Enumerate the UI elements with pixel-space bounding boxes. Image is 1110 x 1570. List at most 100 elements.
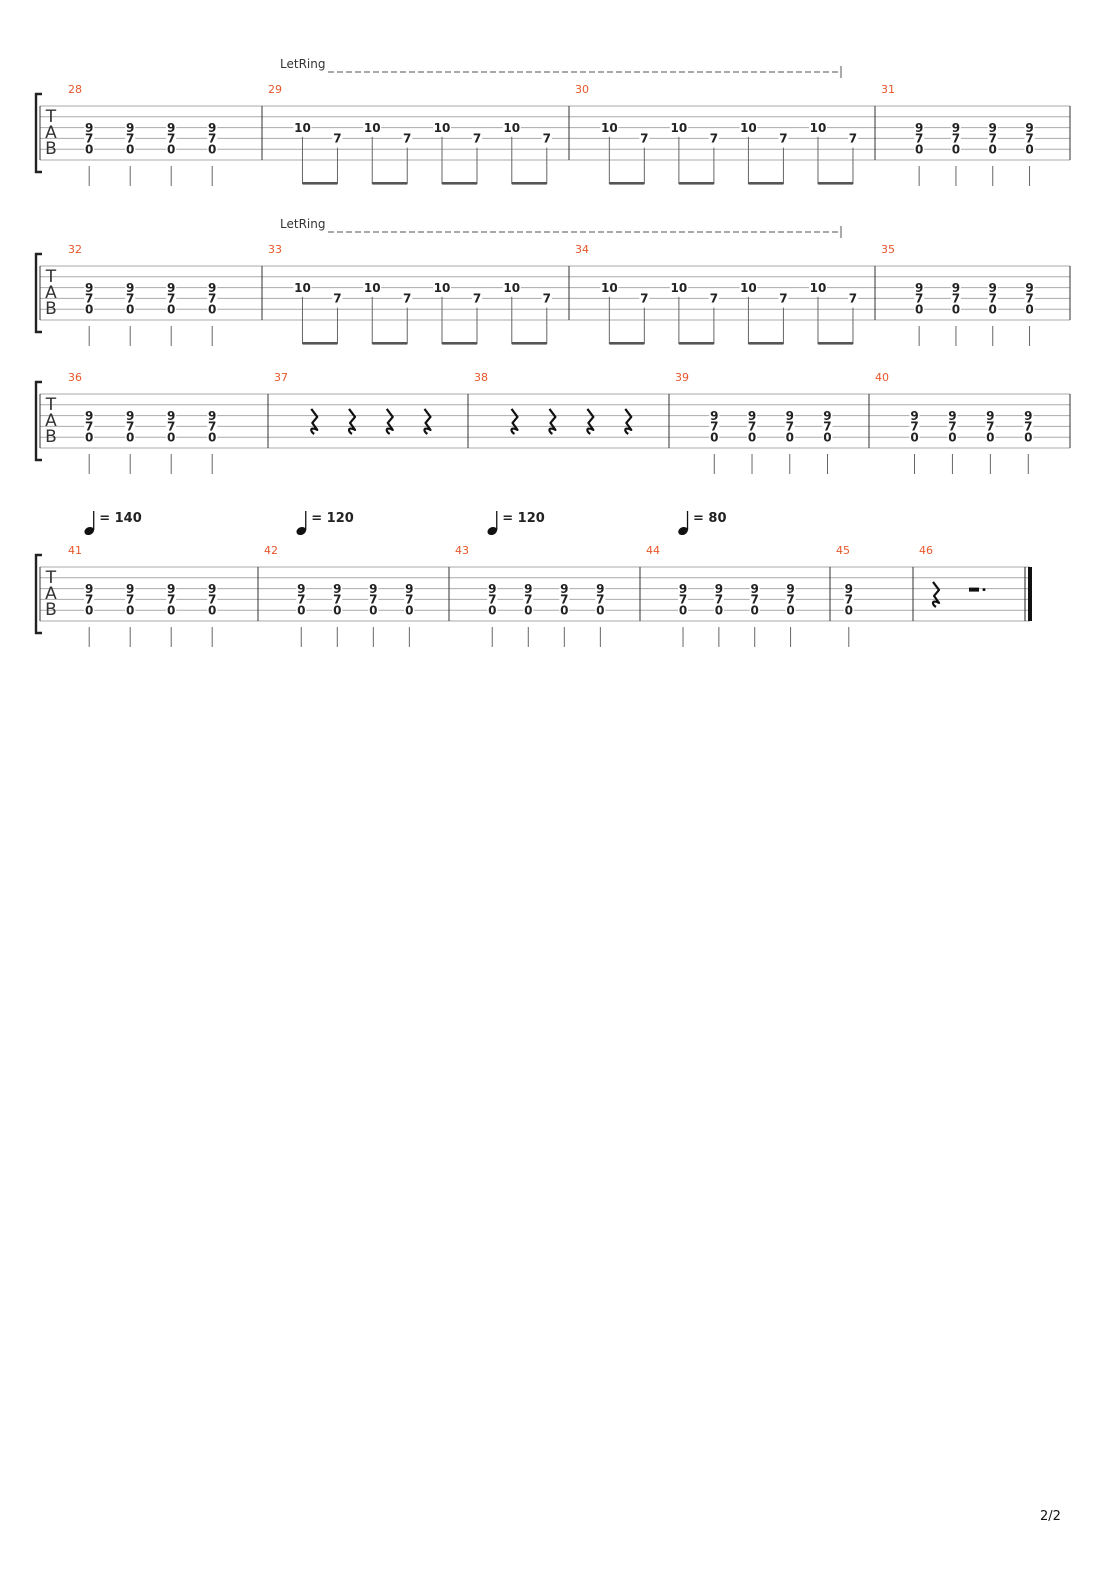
fret-mask <box>404 594 415 605</box>
eighth-pair: 107 <box>363 281 413 345</box>
fret-mask <box>502 282 521 293</box>
fret-number: 9 <box>208 409 216 423</box>
fret-number: 0 <box>823 431 831 445</box>
fret-number: 7 <box>167 420 175 434</box>
fret-mask <box>747 432 758 443</box>
fret-number: 7 <box>560 593 568 607</box>
fret-mask <box>293 282 312 293</box>
fret-number: 0 <box>85 604 93 618</box>
fret-mask <box>523 583 534 594</box>
fret-mask <box>402 133 413 144</box>
fret-number: 10 <box>364 281 381 295</box>
fret-number: 7 <box>543 292 551 306</box>
chord: 970 <box>914 281 925 346</box>
fret-mask <box>914 293 925 304</box>
fret-number: 9 <box>915 121 923 135</box>
measure-number: 30 <box>575 83 589 96</box>
chord: 970 <box>84 121 95 186</box>
fret-mask <box>166 605 177 616</box>
measure-number: 38 <box>474 371 488 384</box>
fret-mask <box>84 421 95 432</box>
fret-number: 9 <box>823 409 831 423</box>
fret-number: 7 <box>333 593 341 607</box>
fret-number: 0 <box>910 431 918 445</box>
fret-mask <box>987 282 998 293</box>
fret-mask <box>166 410 177 421</box>
fret-mask <box>1024 282 1035 293</box>
fret-number: 0 <box>208 143 216 157</box>
fret-mask <box>909 421 920 432</box>
fret-mask <box>559 583 570 594</box>
fret-number: 9 <box>986 409 994 423</box>
tab-clef-letter: T <box>45 107 57 127</box>
fret-mask <box>84 133 95 144</box>
fret-number: 9 <box>915 281 923 295</box>
beam <box>302 182 338 185</box>
fret-number: 9 <box>126 121 134 135</box>
fret-mask <box>914 144 925 155</box>
eighth-pair: 107 <box>739 121 789 185</box>
fret-number: 0 <box>126 303 134 317</box>
fret-number: 0 <box>126 604 134 618</box>
fret-mask <box>914 304 925 315</box>
tempo-marking: = 120 <box>296 511 354 536</box>
fret-number: 0 <box>845 604 853 618</box>
fret-number: 7 <box>488 593 496 607</box>
fret-mask <box>472 293 483 304</box>
fret-number: 9 <box>989 121 997 135</box>
fret-mask <box>713 594 724 605</box>
fret-mask <box>472 133 483 144</box>
fret-number: 7 <box>751 593 759 607</box>
fret-number: 7 <box>167 132 175 146</box>
chord: 970 <box>1024 121 1035 186</box>
fret-mask <box>950 133 961 144</box>
fret-number: 7 <box>126 420 134 434</box>
tab-clef-letter: B <box>45 139 57 159</box>
fret-mask <box>296 605 307 616</box>
fret-number: 0 <box>369 604 377 618</box>
fret-mask <box>909 432 920 443</box>
fret-mask <box>947 410 958 421</box>
fret-mask <box>847 133 858 144</box>
fret-number: 7 <box>715 593 723 607</box>
fret-mask <box>332 605 343 616</box>
tab-clef-letter: A <box>45 411 57 431</box>
fret-mask <box>166 282 177 293</box>
fret-mask <box>332 594 343 605</box>
fret-mask <box>600 282 619 293</box>
fret-number: 9 <box>85 121 93 135</box>
fret-number: 9 <box>786 409 794 423</box>
fret-number: 0 <box>952 143 960 157</box>
chord: 970 <box>166 582 177 647</box>
fret-mask <box>125 304 136 315</box>
fret-mask <box>293 122 312 133</box>
fret-mask <box>847 293 858 304</box>
system-bracket <box>34 92 42 174</box>
chord: 970 <box>678 582 689 647</box>
fret-number: 9 <box>167 582 175 596</box>
fret-number: 0 <box>715 604 723 618</box>
fret-number: 0 <box>167 431 175 445</box>
fret-number: 0 <box>126 143 134 157</box>
fret-mask <box>749 583 760 594</box>
fret-mask <box>1024 122 1035 133</box>
fret-number: 10 <box>671 121 688 135</box>
fret-mask <box>433 282 452 293</box>
fret-number: 9 <box>126 281 134 295</box>
fret-mask <box>709 421 720 432</box>
fret-number: 7 <box>126 292 134 306</box>
chord: 970 <box>523 582 534 647</box>
chord: 970 <box>125 121 136 186</box>
beam <box>678 182 714 185</box>
fret-number: 7 <box>786 593 794 607</box>
chord: 970 <box>125 582 136 647</box>
fret-number: 9 <box>85 582 93 596</box>
fret-number: 7 <box>596 593 604 607</box>
fret-mask <box>541 293 552 304</box>
fret-mask <box>125 583 136 594</box>
fret-mask <box>84 304 95 315</box>
staff-system: TABLetRing329709709709703310710710710734… <box>34 217 1071 346</box>
fret-mask <box>84 293 95 304</box>
fret-mask <box>125 144 136 155</box>
